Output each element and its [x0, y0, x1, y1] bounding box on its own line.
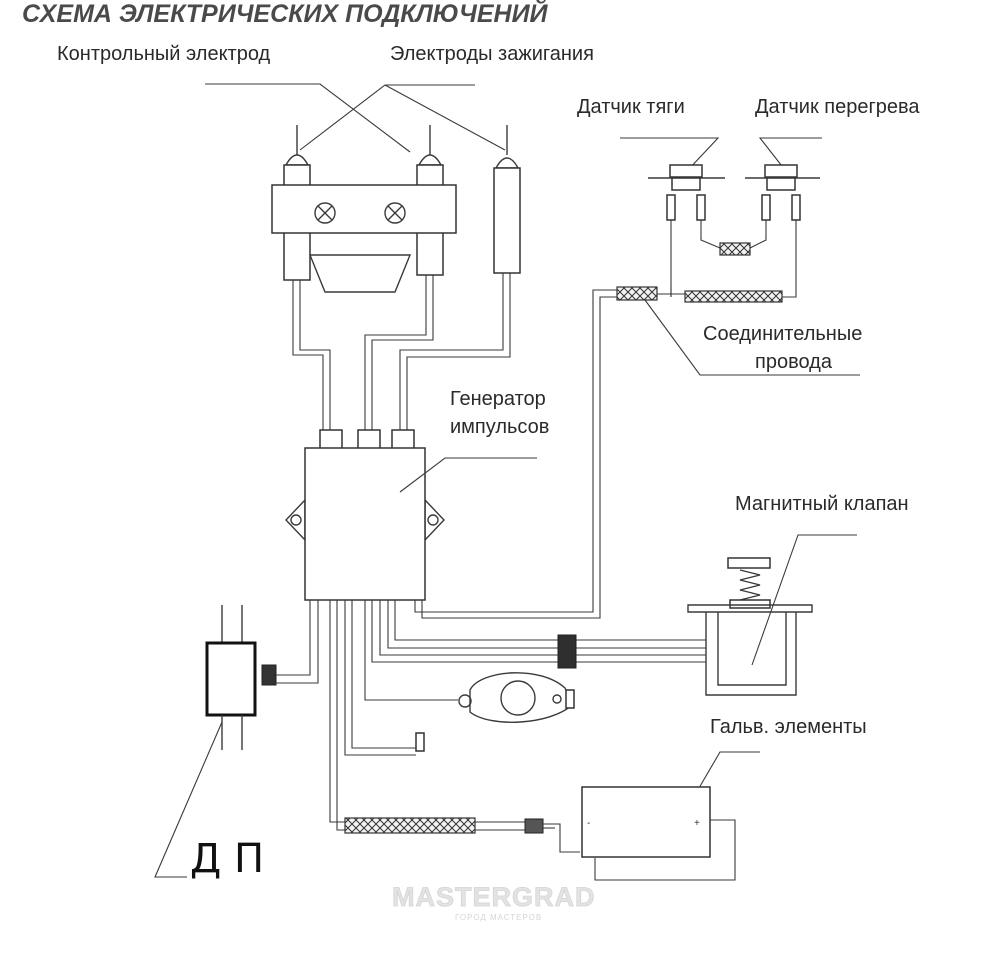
dp-device: [205, 605, 277, 750]
leader-dp: [154, 721, 223, 878]
leader-galvanic: [691, 751, 760, 801]
wire-dp-b: [276, 600, 319, 684]
plug-wire: [344, 600, 425, 756]
magnetic-valve: [687, 557, 813, 696]
leader-magnetic-valve: [751, 534, 857, 666]
generator-terminals: ϟ ϟ S: [319, 429, 415, 466]
wires-to-valve: [371, 600, 706, 669]
battery-plus: +: [694, 818, 700, 829]
battery-wires: [329, 600, 736, 881]
wire-to-sensors-b: [421, 296, 617, 619]
battery-minus: -: [587, 818, 590, 829]
leader-lines-top: [205, 83, 822, 171]
wire-to-sensors-a: [414, 289, 617, 613]
watermark-tagline: ГОРОД МАСТЕРОВ: [455, 913, 542, 922]
watermark-brand: MASTERGRAD: [392, 882, 596, 912]
connecting-wire-hatched: [684, 290, 783, 303]
wire-dp-a: [276, 600, 311, 676]
label-overheat-sensor: Датчик перегрева: [755, 96, 920, 118]
sensor-connector: [719, 242, 751, 256]
label-control-electrode: Контрольный электрод: [57, 43, 271, 65]
draft-sensor: [648, 164, 725, 297]
label-draft-sensor: Датчик тяги: [577, 96, 685, 118]
leader-generator: [399, 457, 537, 493]
label-dp: Д П: [190, 836, 264, 882]
galvanic-battery: - +: [581, 786, 711, 858]
label-pulse-generator-1: Генератор: [450, 388, 546, 410]
connector-left: [616, 286, 658, 301]
pulse-generator: [285, 447, 445, 601]
label-ignition-electrodes: Электроды зажигания: [390, 43, 594, 65]
label-pulse-generator-2: импульсов: [450, 416, 549, 438]
thermo-sensor: [364, 600, 575, 723]
label-magnetic-valve: Магнитный клапан: [735, 493, 909, 515]
label-connecting-wires-2: провода: [755, 351, 833, 373]
label-connecting-wires-1: Соединительные: [703, 323, 862, 345]
electrode-assembly: [271, 125, 521, 293]
electrode-wires: [292, 273, 511, 430]
overheat-sensor: [745, 164, 820, 298]
leader-connecting-wires: [644, 299, 860, 376]
diagram-title: СХЕМА ЭЛЕКТРИЧЕСКИХ ПОДКЛЮЧЕНИЙ: [22, 0, 549, 28]
label-galvanic-cells: Гальв. элементы: [710, 716, 867, 738]
